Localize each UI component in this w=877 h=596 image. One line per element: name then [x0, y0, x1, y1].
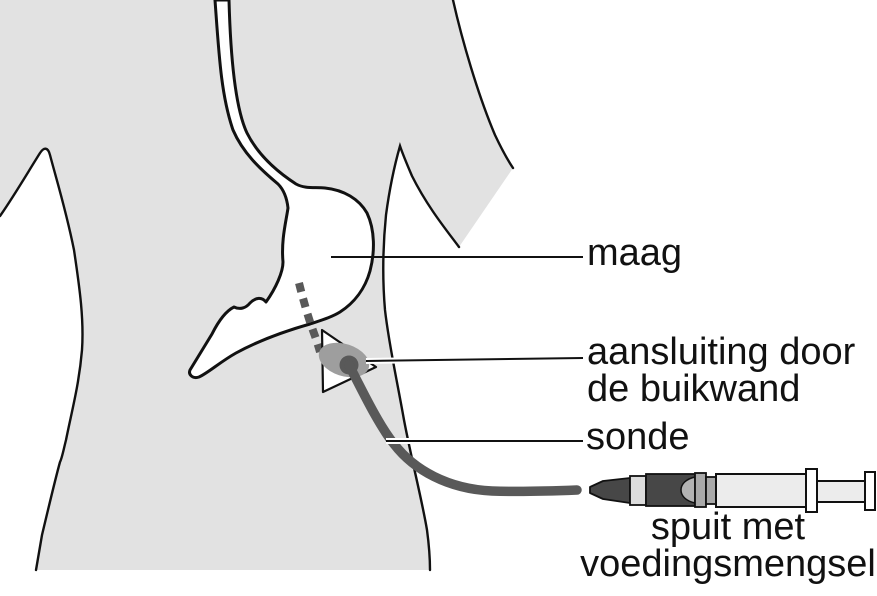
label-sonde: sonde: [586, 416, 690, 458]
left-torso-contour: [0, 147, 84, 572]
feeding-tube: [344, 360, 582, 497]
label-spuit-line2: voedingsmengsel: [580, 543, 876, 585]
syringe-collar: [629, 475, 647, 506]
syringe-barrel: [715, 473, 808, 508]
syringe-tip: [589, 477, 631, 504]
torso-silhouette: [0, 0, 513, 570]
aansluiting-leader-line: [365, 357, 584, 362]
label-aansluiting-line2: de buikwand: [587, 368, 801, 410]
label-spuit: spuit met voedingsmengsel: [580, 506, 876, 585]
syringe-flange: [805, 468, 818, 513]
syringe: [589, 468, 876, 513]
syringe-thumb-plate: [864, 471, 876, 511]
right-arm-contour: [451, 0, 515, 170]
label-maag: maag: [587, 232, 683, 274]
syringe-band-2: [705, 476, 717, 505]
syringe-band-1: [694, 472, 707, 508]
label-aansluiting: aansluiting door de buikwand: [587, 331, 856, 410]
label-spuit-line1: spuit met: [650, 506, 806, 548]
syringe-plunger-rod: [816, 480, 867, 503]
right-armpit-and-flank-contour: [381, 141, 461, 572]
esophagus-stomach-shape: [188, 0, 375, 379]
label-aansluiting-line1: aansluiting door: [587, 331, 856, 373]
syringe-plunger-dome: [680, 476, 696, 504]
tube-inside-stomach-dashed: [295, 282, 324, 354]
